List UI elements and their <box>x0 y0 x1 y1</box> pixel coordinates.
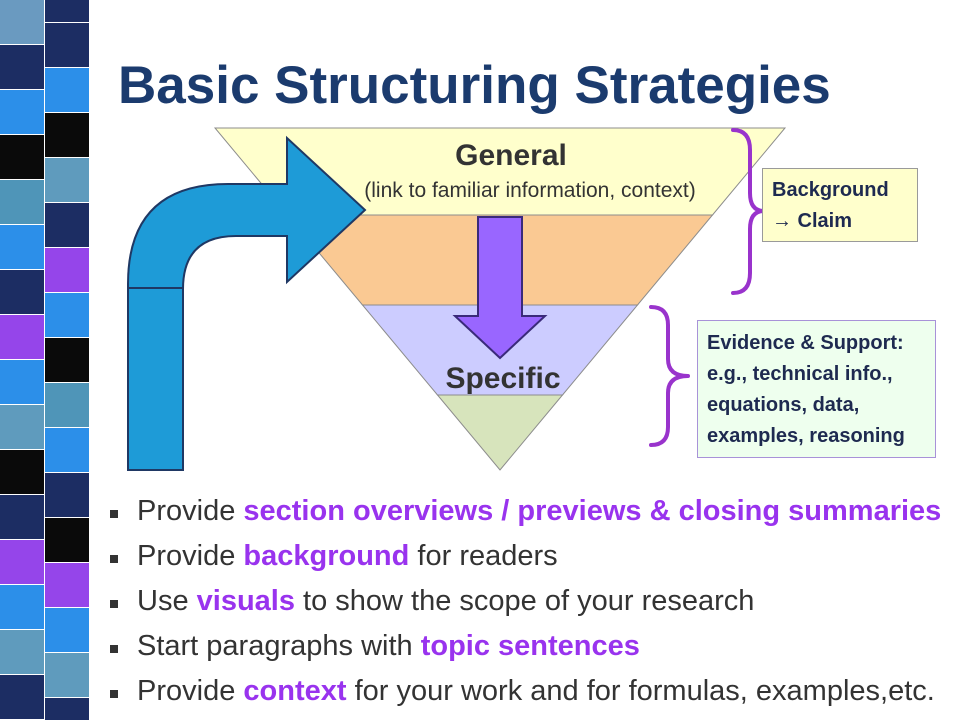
decor-block <box>0 405 45 450</box>
bent-arrow <box>127 135 367 471</box>
decor-block <box>0 90 45 135</box>
down-arrow <box>452 216 548 360</box>
bullet-text-highlight: section overviews / previews & closing s… <box>243 495 942 527</box>
funnel-band-tip <box>436 394 564 471</box>
funnel-sublabel: (link to familiar information, context) <box>364 179 696 202</box>
decor-block <box>0 135 45 180</box>
callout-line: Background <box>772 179 889 201</box>
callout-line: → Claim <box>772 210 853 232</box>
decor-block <box>0 0 45 45</box>
funnel-label-general: General <box>455 139 567 172</box>
decor-block <box>45 0 90 23</box>
decor-block <box>45 203 90 248</box>
slide-title: Basic Structuring Strategies <box>118 56 831 115</box>
callout-line: e.g., technical info., <box>707 363 893 385</box>
evidence-brace <box>649 305 690 447</box>
decor-block <box>45 518 90 563</box>
bullet-item: Use visuals to show the scope of your re… <box>110 579 960 624</box>
bullet-text-plain: for readers <box>409 540 558 572</box>
decor-block <box>45 23 90 68</box>
decor-block <box>0 180 45 225</box>
decor-block <box>0 630 45 675</box>
decor-block <box>0 585 45 630</box>
evidence-support-box: Evidence & Support: e.g., technical info… <box>697 320 936 458</box>
bullet-text-plain: Start paragraphs with <box>137 630 421 662</box>
decor-block <box>45 383 90 428</box>
square-bullet-icon <box>110 555 118 563</box>
callout-line: Evidence & Support: <box>707 332 904 354</box>
bullet-text: Provide background for readers <box>137 534 558 579</box>
decor-block <box>0 450 45 495</box>
bullet-text-plain: Provide <box>137 495 244 527</box>
decor-block <box>45 293 90 338</box>
decor-block <box>0 360 45 405</box>
decorative-strip <box>0 0 90 720</box>
decor-block <box>45 563 90 608</box>
decor-block <box>45 698 90 720</box>
decor-block <box>0 270 45 315</box>
decor-block <box>0 225 45 270</box>
square-bullet-icon <box>110 645 118 653</box>
decor-block <box>0 315 45 360</box>
callout-line: equations, data, <box>707 394 860 416</box>
bullet-text: Provide context for your work and for fo… <box>137 669 935 714</box>
decor-block <box>45 113 90 158</box>
bullet-text: Use visuals to show the scope of your re… <box>137 579 754 624</box>
bullet-text-highlight: background <box>243 540 410 572</box>
decor-block <box>45 68 90 113</box>
bullet-text-plain: for your work and for formulas, examples… <box>346 675 935 707</box>
decor-block <box>45 158 90 203</box>
bullet-text-plain: Provide <box>137 540 244 572</box>
square-bullet-icon <box>110 600 118 608</box>
decor-block <box>0 675 45 720</box>
bullet-item: Provide context for your work and for fo… <box>110 669 960 714</box>
bullet-text-highlight: topic sentences <box>420 630 640 662</box>
square-bullet-icon <box>110 510 118 518</box>
decor-block <box>45 608 90 653</box>
bullet-text-highlight: visuals <box>196 585 295 617</box>
bullet-text-highlight: context <box>243 675 347 707</box>
bullet-text-plain: to show the scope of your research <box>294 585 755 617</box>
decor-block <box>45 338 90 383</box>
decor-block <box>45 473 90 518</box>
decor-block <box>0 45 45 90</box>
bullet-text: Start paragraphs with topic sentences <box>137 624 640 669</box>
decor-block <box>45 428 90 473</box>
bullet-item: Provide section overviews / previews & c… <box>110 489 960 534</box>
bullet-list: Provide section overviews / previews & c… <box>110 489 960 714</box>
decor-block <box>0 540 45 585</box>
square-bullet-icon <box>110 690 118 698</box>
background-claim-box: Background → Claim <box>762 168 918 242</box>
bullet-text: Provide section overviews / previews & c… <box>137 489 941 534</box>
decor-block <box>0 495 45 540</box>
decor-block <box>45 653 90 698</box>
bullet-text-plain: Provide <box>137 675 244 707</box>
bullet-text-plain: Use <box>137 585 197 617</box>
bullet-item: Start paragraphs with topic sentences <box>110 624 960 669</box>
funnel-label-specific: Specific <box>445 362 561 395</box>
bullet-item: Provide background for readers <box>110 534 960 579</box>
callout-line: examples, reasoning <box>707 425 905 447</box>
decor-block <box>45 248 90 293</box>
